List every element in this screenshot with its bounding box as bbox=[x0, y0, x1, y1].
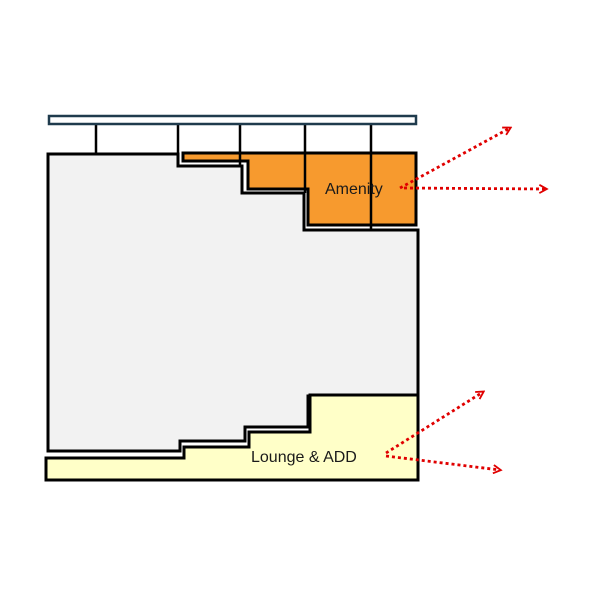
amenity-arrow-up bbox=[399, 128, 510, 190]
amenity-arrow-right bbox=[403, 188, 546, 189]
lounge-arrow-right bbox=[385, 454, 500, 470]
amenity-zone bbox=[181, 151, 418, 227]
roof-bar bbox=[47, 114, 418, 126]
roof-posts bbox=[94, 124, 373, 230]
view-arrows bbox=[385, 128, 546, 470]
amenity-label: Amenity bbox=[325, 181, 383, 198]
lounge-arrow-up bbox=[385, 392, 483, 455]
lounge-zone bbox=[44, 393, 420, 482]
lounge-label: Lounge & ADD bbox=[251, 449, 357, 466]
